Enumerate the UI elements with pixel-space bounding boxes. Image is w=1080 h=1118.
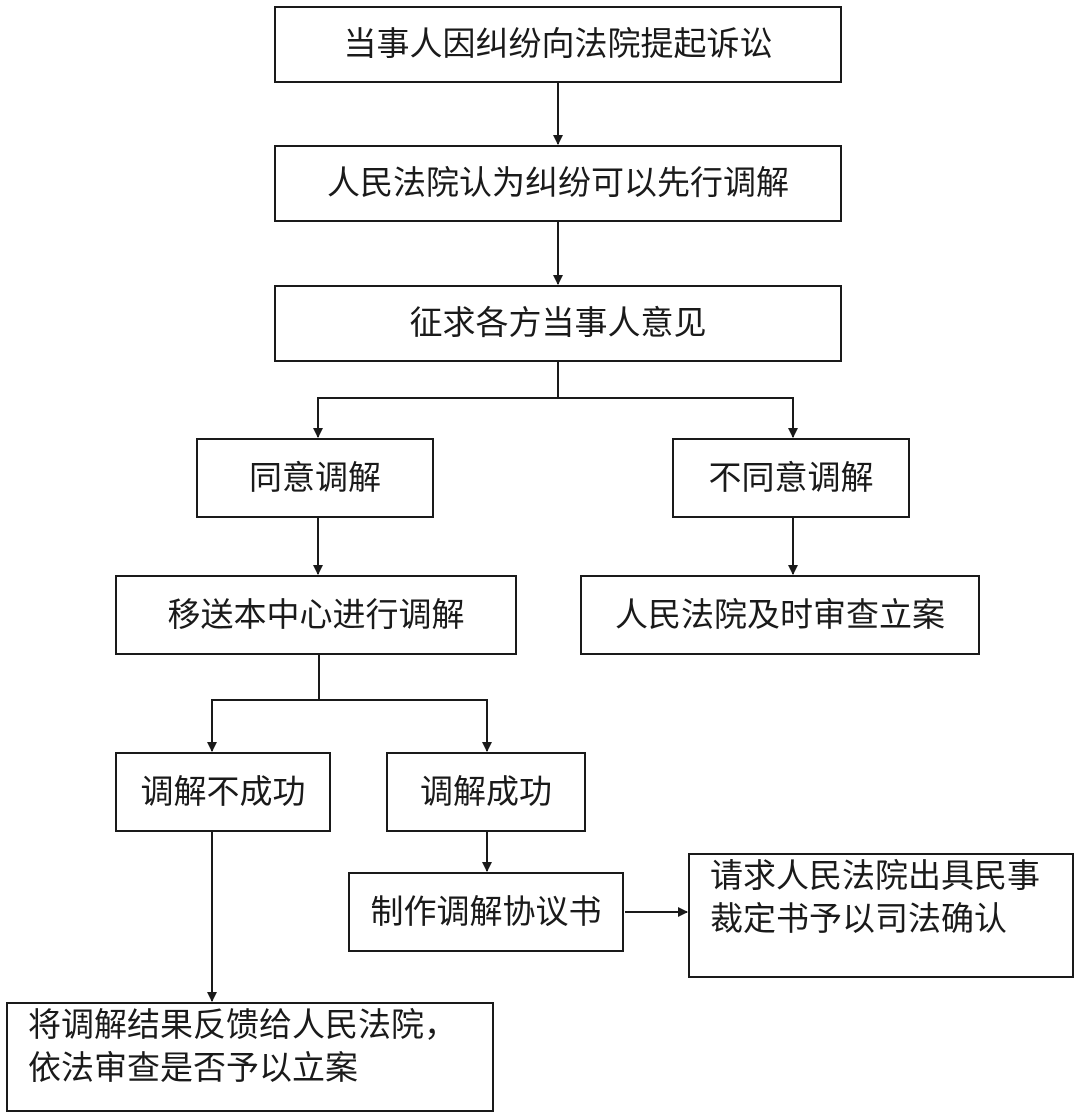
node-disagree: 不同意调解 xyxy=(672,438,910,518)
arrow-split-to-disagree xyxy=(558,397,798,438)
node-judicial-confirmation: 请求人民法院出具民事 裁定书予以司法确认 xyxy=(688,853,1074,978)
node-court-review: 人民法院及时审查立案 xyxy=(580,575,980,655)
arrow-split-to-success xyxy=(319,699,492,752)
node-lawsuit: 当事人因纠纷向法院提起诉讼 xyxy=(274,6,842,83)
node-fail: 调解不成功 xyxy=(115,752,331,832)
node-agree: 同意调解 xyxy=(196,438,434,518)
node-agreement: 制作调解协议书 xyxy=(348,872,624,952)
node-seek-opinions: 征求各方当事人意见 xyxy=(274,285,842,362)
node-court-mediation: 人民法院认为纠纷可以先行调解 xyxy=(274,145,842,222)
node-feedback: 将调解结果反馈给人民法院， 依法审查是否予以立案 xyxy=(6,1002,494,1112)
node-success: 调解成功 xyxy=(386,752,586,832)
arrow-split-to-agree xyxy=(313,397,558,438)
node-transfer: 移送本中心进行调解 xyxy=(115,575,517,655)
arrow-split-to-fail xyxy=(207,699,319,752)
